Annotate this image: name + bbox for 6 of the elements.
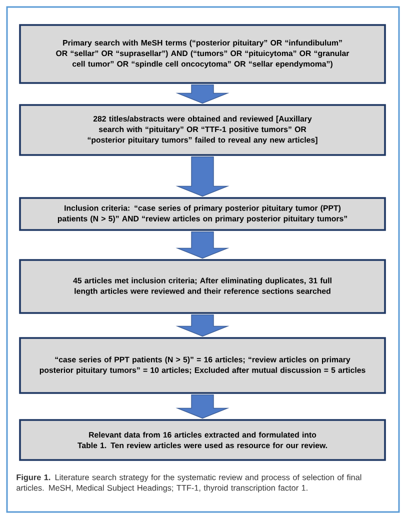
- block-arrow: [176, 231, 230, 259]
- caption: Figure 1. Literature search strategy for the systematic review and process of selection of final articles. MeSH, Medical Subject Headings; TTF-1, thyroid transcription factor 1.: [16, 474, 362, 492]
- block-arrow: [176, 394, 230, 419]
- block-arrow: [176, 314, 230, 337]
- block-arrow: [176, 156, 230, 197]
- block-arrow: [176, 84, 230, 104]
